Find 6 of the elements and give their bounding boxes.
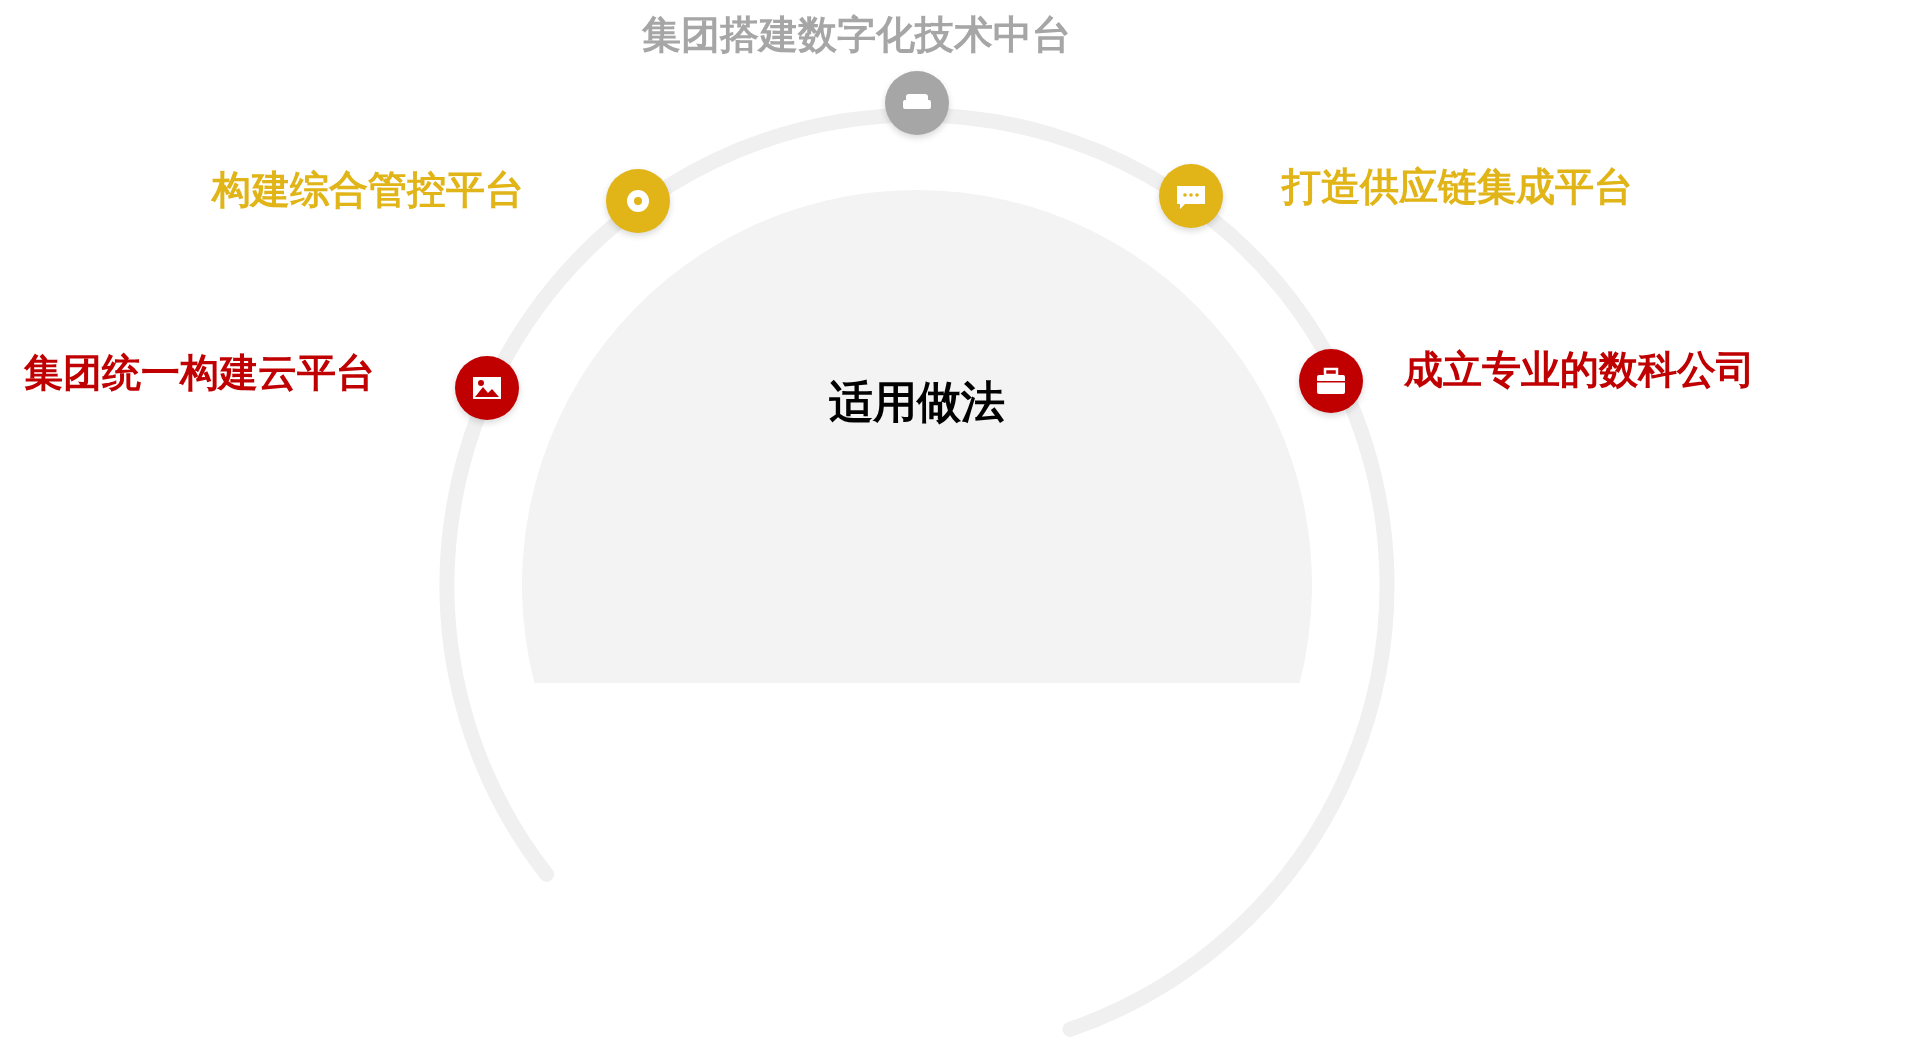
item-label: 集团搭建数字化技术中台 — [640, 15, 1072, 54]
item-label: 成立专业的数科公司 — [1404, 350, 1755, 389]
item-label: 构建综合管控平台 — [212, 170, 524, 209]
center-heading: 适用做法 — [828, 380, 1006, 424]
item-label: 打造供应链集成平台 — [1282, 167, 1633, 206]
item-label: 集团统一构建云平台 — [24, 353, 375, 392]
